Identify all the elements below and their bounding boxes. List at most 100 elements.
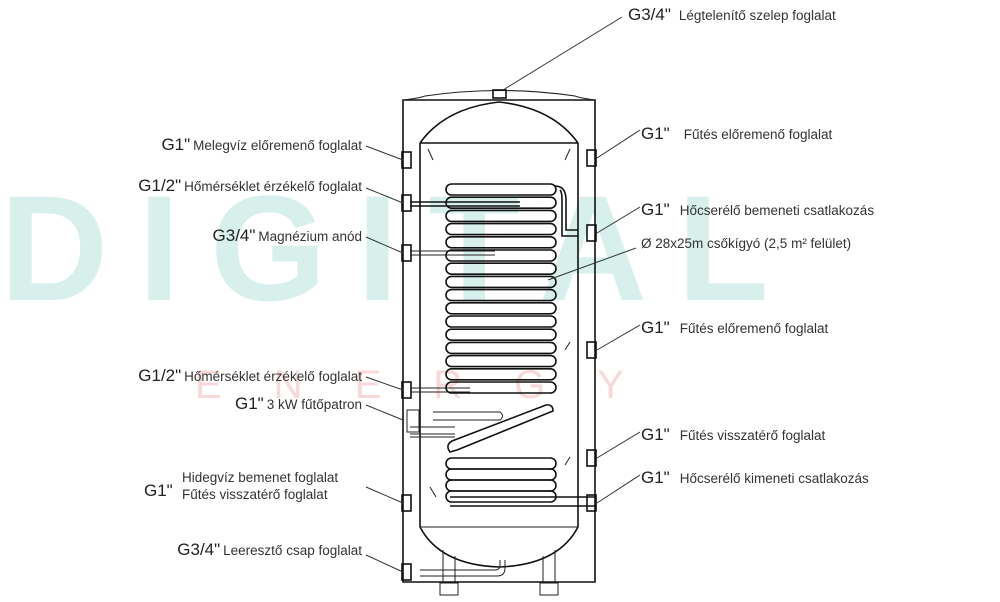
coil-turn-lower	[445, 479, 557, 492]
coil-turn-upper	[445, 288, 557, 302]
magnesium-anode	[410, 250, 495, 256]
leader-line	[365, 554, 404, 573]
label-prefix: G1"	[641, 318, 670, 337]
coil-turn-upper	[445, 196, 557, 209]
sensor-rod-top	[410, 201, 520, 207]
leader-line	[547, 247, 637, 281]
heater-flange	[406, 409, 420, 433]
label-exchanger-outlet: G1" Hőcserélő kimeneti csatlakozás	[641, 468, 869, 487]
coil-turn-lower	[445, 468, 557, 481]
outer-jacket	[402, 99, 596, 583]
leader-line	[365, 486, 404, 504]
coil-outlet-pipe	[450, 496, 595, 507]
label-prefix: G1/2"	[138, 176, 181, 195]
leader-line	[365, 376, 404, 391]
inner-ticks	[427, 148, 571, 498]
label-coil-spec: Ø 28x25m csőkígyó (2,5 m² felület)	[641, 236, 851, 251]
pipe-socket	[586, 449, 597, 467]
leader-line	[596, 431, 641, 459]
label-temp-sensor-bottom: G1/2"Hőmérséklet érzékelő foglalat	[138, 366, 362, 385]
label-prefix: G3/4"	[628, 5, 671, 24]
coil-turn-upper	[445, 328, 557, 342]
label-heating-return-left: Fűtés visszatérő foglalat	[182, 487, 328, 502]
drain-pipe	[420, 560, 506, 577]
label-top-air-vent: G3/4" Légtelenítő szelep foglalat	[628, 5, 836, 24]
leader-line	[365, 404, 404, 421]
leader-line	[596, 474, 641, 504]
label-desc: Magnézium anód	[258, 229, 362, 244]
label-prefix: G1"	[641, 200, 670, 219]
label-prefix: G1"	[161, 135, 190, 154]
pipe-socket	[586, 494, 597, 512]
label-desc: Hőmérséklet érzékelő foglalat	[184, 369, 362, 384]
label-prefix: G1"	[641, 124, 670, 143]
label-desc: Fűtés előremenő foglalat	[684, 127, 833, 142]
leader-line	[365, 145, 404, 161]
label-heating-return-right: G1" Fűtés visszatérő foglalat	[641, 425, 826, 444]
label-desc: Hőcserélő kimeneti csatlakozás	[680, 471, 869, 486]
coil-turn-upper	[445, 367, 557, 381]
coil-turn-upper	[445, 275, 557, 289]
label-temp-sensor-top: G1/2"Hőmérséklet érzékelő foglalat	[138, 176, 362, 195]
heat-exchanger-coil	[445, 183, 557, 503]
coil-turn-upper	[445, 262, 557, 276]
label-magnesium-anode: G3/4"Magnézium anód	[213, 226, 362, 245]
coil-turn-upper	[445, 236, 557, 249]
pipe-socket	[586, 149, 597, 167]
coil-turn-upper	[445, 354, 557, 368]
coil-turn-lower	[445, 457, 557, 470]
label-exchanger-inlet: G1" Hőcserélő bemeneti csatlakozás	[641, 200, 874, 219]
pipe-socket	[586, 224, 597, 242]
coil-turn-upper	[445, 301, 557, 315]
sensor-rod-bottom	[410, 387, 470, 393]
label-drain: G3/4"Leeresztő csap foglalat	[177, 540, 362, 559]
leader-line	[365, 236, 404, 254]
coil-turn-upper	[445, 209, 557, 223]
air-vent-socket	[492, 89, 507, 99]
leader-line	[596, 324, 641, 351]
watermark-energy: ENERGY	[195, 363, 676, 407]
label-prefix: G3/4"	[213, 226, 256, 245]
coil-turn-upper	[445, 222, 557, 236]
label-cold-water-inlet: Hidegvíz bemenet foglalat	[182, 470, 338, 485]
label-desc: 3 kW fűtőpatron	[267, 397, 362, 412]
label-heater: G1"3 kW fűtőpatron	[235, 394, 362, 413]
label-desc: Hőmérséklet érzékelő foglalat	[184, 179, 362, 194]
coil-turn-upper	[445, 315, 557, 328]
coil-diagonal	[447, 404, 554, 453]
heating-element	[410, 411, 503, 438]
foot-left	[439, 582, 459, 596]
watermark: DIGITAL ENERGY	[0, 164, 799, 407]
label-desc: Leeresztő csap foglalat	[223, 543, 362, 558]
leader-line	[502, 16, 623, 91]
top-dome	[419, 101, 579, 144]
label-desc: Melegvíz előremenő foglalat	[193, 138, 362, 153]
label-heating-flow-top: G1" Fűtés előremenő foglalat	[641, 124, 833, 143]
legs	[442, 550, 556, 582]
coil-inlet-pipe	[554, 185, 578, 237]
coil-turn-upper	[445, 183, 557, 196]
label-prefix: G1"	[235, 394, 264, 413]
labels: G3/4"Légtelenítő szelep foglalat G1"Mele…	[138, 5, 874, 573]
leader-line	[596, 129, 641, 159]
label-desc: Hőcserélő bemeneti csatlakozás	[680, 203, 875, 218]
leader-line	[596, 206, 641, 234]
watermark-digital: DIGITAL	[0, 164, 799, 332]
label-prefix: G1"	[641, 468, 670, 487]
label-prefix: G1"	[641, 425, 670, 444]
label-cold-water-prefix: G1"	[144, 481, 173, 500]
bottom-dome	[419, 526, 579, 568]
label-prefix: G1/2"	[138, 366, 181, 385]
label-prefix: G3/4"	[177, 540, 220, 559]
label-desc: Fűtés előremenő foglalat	[680, 321, 829, 336]
label-desc: Fűtés visszatérő foglalat	[680, 428, 826, 443]
pipe-socket	[586, 341, 597, 359]
leader-line	[365, 187, 404, 204]
label-hot-water-outlet: G1"Melegvíz előremenő foglalat	[161, 135, 362, 154]
label-heating-flow-mid: G1" Fűtés előremenő foglalat	[641, 318, 829, 337]
label-desc: Légtelenítő szelep foglalat	[679, 8, 836, 23]
coil-turn-upper	[445, 381, 557, 394]
coil-turn-upper	[445, 341, 557, 355]
